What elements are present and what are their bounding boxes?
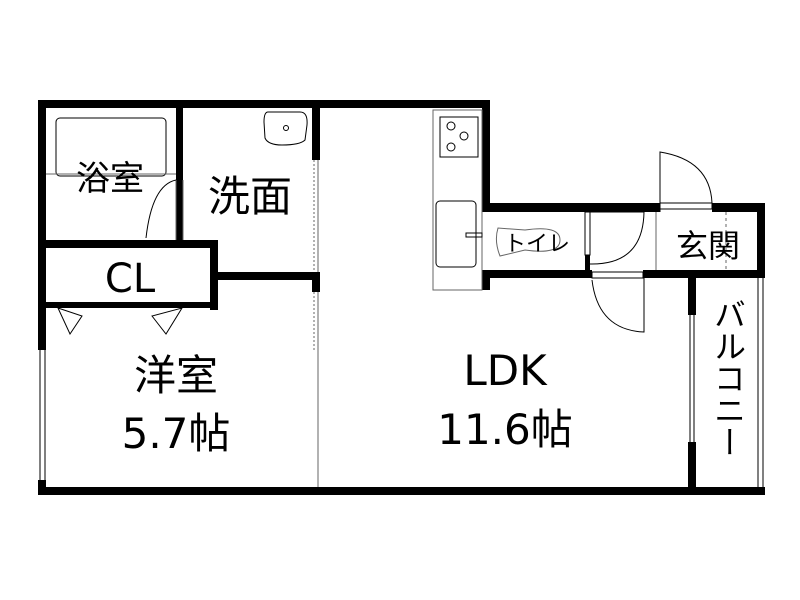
- toilet-bottom-wall: [482, 270, 592, 278]
- toilet-top-wall: [482, 203, 660, 212]
- ldk-right-wall-lower: [482, 270, 490, 290]
- western-room-label: 洋室: [134, 351, 218, 400]
- ldk-right-wall-upper: [482, 100, 490, 212]
- doors: [495, 151, 727, 333]
- western-room-size: 5.7帖: [122, 409, 231, 458]
- balcony-label: バルコニー: [709, 298, 747, 458]
- toilet-label: トイレ: [504, 232, 570, 257]
- closet-label: CL: [105, 256, 156, 302]
- bath-label: 浴室: [76, 159, 144, 199]
- closet-bottom-wall: [46, 302, 210, 308]
- stove-icon: [439, 116, 479, 158]
- entrance-label: 玄関: [676, 227, 740, 265]
- balcony-wall-upper: [688, 278, 696, 315]
- bathtub: [46, 117, 176, 177]
- washroom-label: 洗面: [208, 172, 292, 221]
- windows: [39, 160, 764, 487]
- walls: [38, 100, 765, 495]
- entrance-bottom-wall: [643, 270, 765, 278]
- ldk-label: LDK: [463, 346, 548, 395]
- ldk-size: 11.6帖: [437, 405, 573, 454]
- bath-closet-wall: [38, 240, 218, 248]
- sink-icon: [435, 200, 477, 268]
- left-wall-upper: [38, 100, 46, 350]
- entrance-top-wall: [712, 203, 765, 212]
- bath-door-swing: [145, 179, 177, 239]
- bath-washroom-wall: [176, 100, 183, 240]
- western-ldk-wall-top: [312, 272, 320, 292]
- closet-doors: [57, 307, 184, 336]
- balcony-wall-lower: [688, 442, 696, 495]
- bottom-wall: [38, 487, 765, 495]
- washroom-bottom-wall: [210, 272, 318, 280]
- top-wall: [38, 100, 490, 108]
- wash-basin: [263, 111, 308, 146]
- kitchen-counter: [432, 109, 483, 291]
- washroom-ldk-wall: [312, 100, 320, 160]
- toilet-door-jamb: [585, 255, 590, 275]
- entrance-right-wall: [757, 203, 765, 278]
